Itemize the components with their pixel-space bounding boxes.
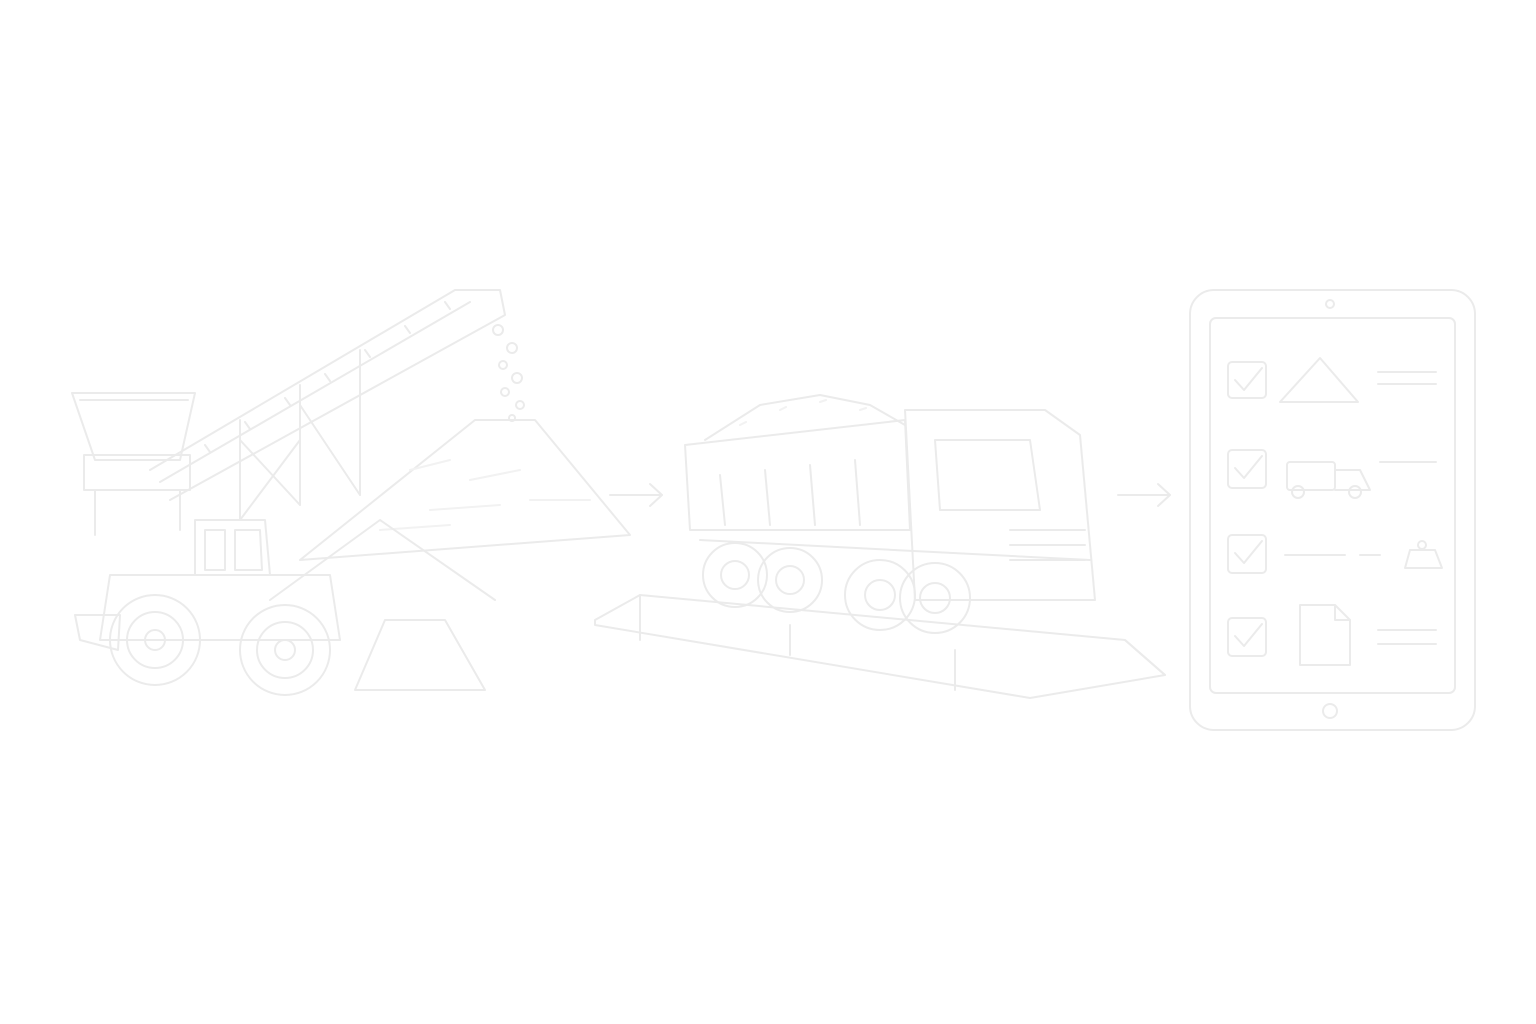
hopper <box>71 392 196 536</box>
weighbridge <box>594 594 1166 699</box>
tablet-home-button <box>1322 703 1338 719</box>
truck-cab <box>904 409 1096 601</box>
tablet-screen <box>1209 317 1456 694</box>
stockpile-icon <box>1279 357 1359 403</box>
stockpile <box>269 419 631 601</box>
tablet-checklist-icon <box>1189 289 1476 731</box>
truck-bed <box>684 394 911 531</box>
truck-icon <box>1286 461 1371 499</box>
checklist-row <box>1227 604 1437 666</box>
dump-truck-weighbridge-icon <box>594 394 1166 699</box>
truck-wheels <box>699 539 1091 634</box>
arrow-right-icon <box>609 483 663 507</box>
falling-material <box>492 324 525 422</box>
document-icon <box>1299 604 1351 666</box>
arrow-right-icon <box>1117 483 1171 507</box>
weight-icon <box>1404 540 1443 569</box>
tablet-frame <box>1189 289 1476 731</box>
checklist-row <box>1227 449 1437 499</box>
wheel-loader <box>74 519 486 696</box>
conveyor-belt <box>149 289 506 521</box>
tablet-camera <box>1325 299 1335 309</box>
conveyor-loader-stockpile-icon <box>71 289 631 696</box>
checklist-row <box>1227 357 1437 403</box>
checklist-row <box>1227 534 1443 574</box>
